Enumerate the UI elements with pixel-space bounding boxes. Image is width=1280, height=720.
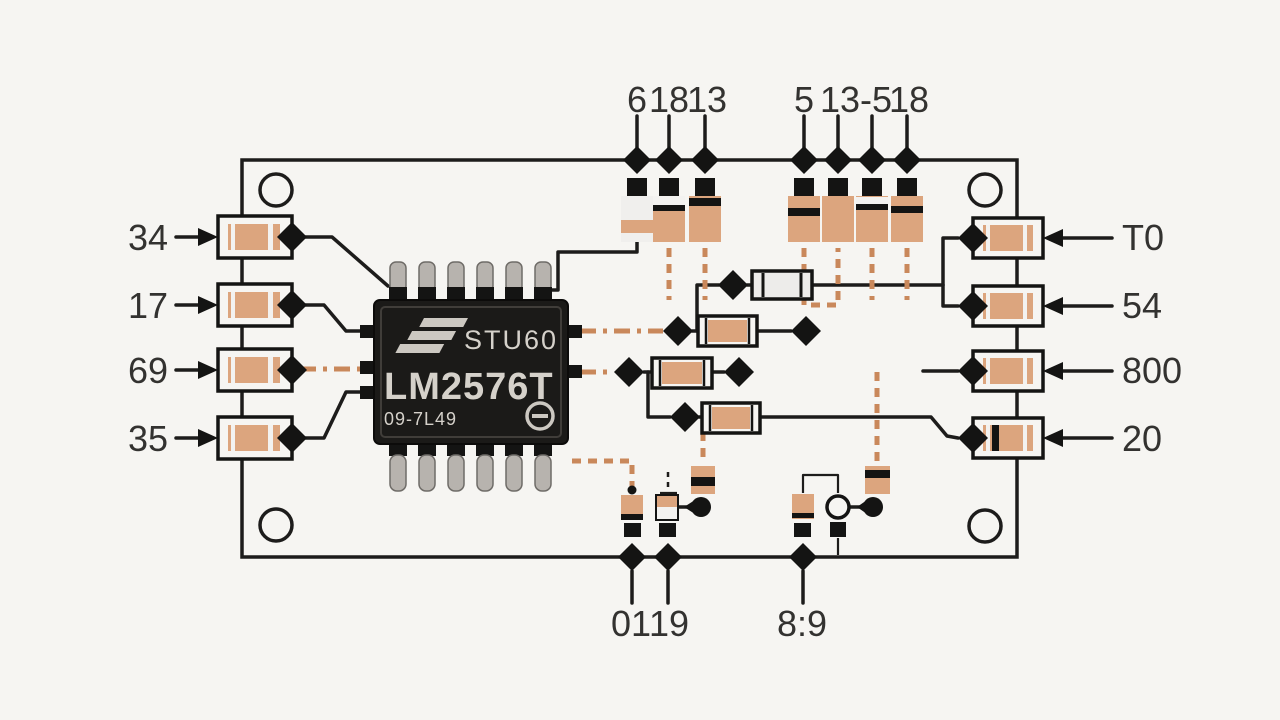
top-stem-5 [788,114,820,242]
copper-traces [300,248,910,490]
top-stem-6 [621,114,653,242]
right-pin-label: 800 [1122,350,1182,391]
left-pad-34 [216,214,307,260]
arrow-800 [1043,362,1114,380]
left-pad-17 [216,282,307,328]
bottom-pin-label: 01 [611,603,651,644]
bottom-cluster [618,466,890,571]
top-pin-label: 18 [649,79,689,120]
arrow-54 [1043,297,1114,315]
left-pin-label: 69 [128,350,168,391]
mounting-hole-icon [258,507,294,543]
arrow-17 [174,296,218,314]
ic-bottom-pins [389,442,552,492]
right-pad-t0 [958,216,1045,260]
top-pin-label: 6 [627,79,647,120]
top-stem-18a [653,114,685,242]
solder-ball-icon [684,497,711,517]
top-pin-label: 18 [889,79,929,120]
arrow-69 [174,361,218,379]
fuse-component [718,269,814,301]
bottom-stem-89 [789,494,817,571]
floating-cap-1 [691,466,715,494]
pin-arrows [174,228,1114,447]
right-pad-800 [958,349,1045,393]
top-pin-label: 5 [794,79,814,120]
top-stem-13 [689,114,721,242]
solder-ball-icon [857,497,883,517]
top-pin-label: 13 [687,79,727,120]
top-pin-label: 13-5 [820,79,892,120]
right-pin-label: 20 [1122,418,1162,459]
arrow-t0 [1043,229,1114,247]
right-pin-label: T0 [1122,217,1164,258]
diode-4 [670,401,762,435]
right-pad-54 [958,284,1045,328]
right-pad-20 [958,416,1045,460]
theta-circle-icon [525,401,555,431]
pin-labels: 34 17 69 35 T0 54 800 20 6 18 13 5 13-5 … [128,79,1182,644]
via-ring-icon [825,494,851,537]
diode-3 [614,356,754,390]
bottom-stem-19 [654,494,711,571]
bottom-pin-label: 19 [649,603,689,644]
left-pin-label: 35 [128,418,168,459]
ic-code-text: 09-7L49 [384,409,457,429]
top-stem-18b [891,114,923,242]
ic-side-pins [360,325,582,399]
left-pad-column [216,214,307,461]
st-bars-logo-icon [395,318,468,353]
left-pad-35 [216,415,307,461]
floating-cap-2 [865,466,890,494]
top-stem-13-5b [856,114,888,242]
mounting-hole-icon [967,508,1003,544]
middle-components [614,269,821,435]
diode-2 [663,314,821,348]
arrow-20 [1043,429,1114,447]
bottom-stem-01 [618,485,646,571]
left-pin-label: 17 [128,285,168,326]
bottom-pin-label: 8:9 [777,603,827,644]
mounting-hole-icon [258,172,294,208]
right-pad-column [958,216,1045,460]
mounting-holes [258,172,1003,544]
arrow-34 [174,228,218,246]
ic-top-pins [389,261,552,302]
left-pin-label: 34 [128,217,168,258]
top-stem-13-5 [822,114,854,242]
ic-part-text: LM2576T [384,366,554,408]
ic-chip: STU60 LM2576T 09-7L49 [360,261,582,492]
ic-brand-text: STU60 [464,325,558,355]
arrow-35 [174,429,218,447]
left-pad-69 [216,347,307,393]
mounting-hole-icon [967,172,1003,208]
right-pin-label: 54 [1122,285,1162,326]
top-stems [621,114,923,242]
